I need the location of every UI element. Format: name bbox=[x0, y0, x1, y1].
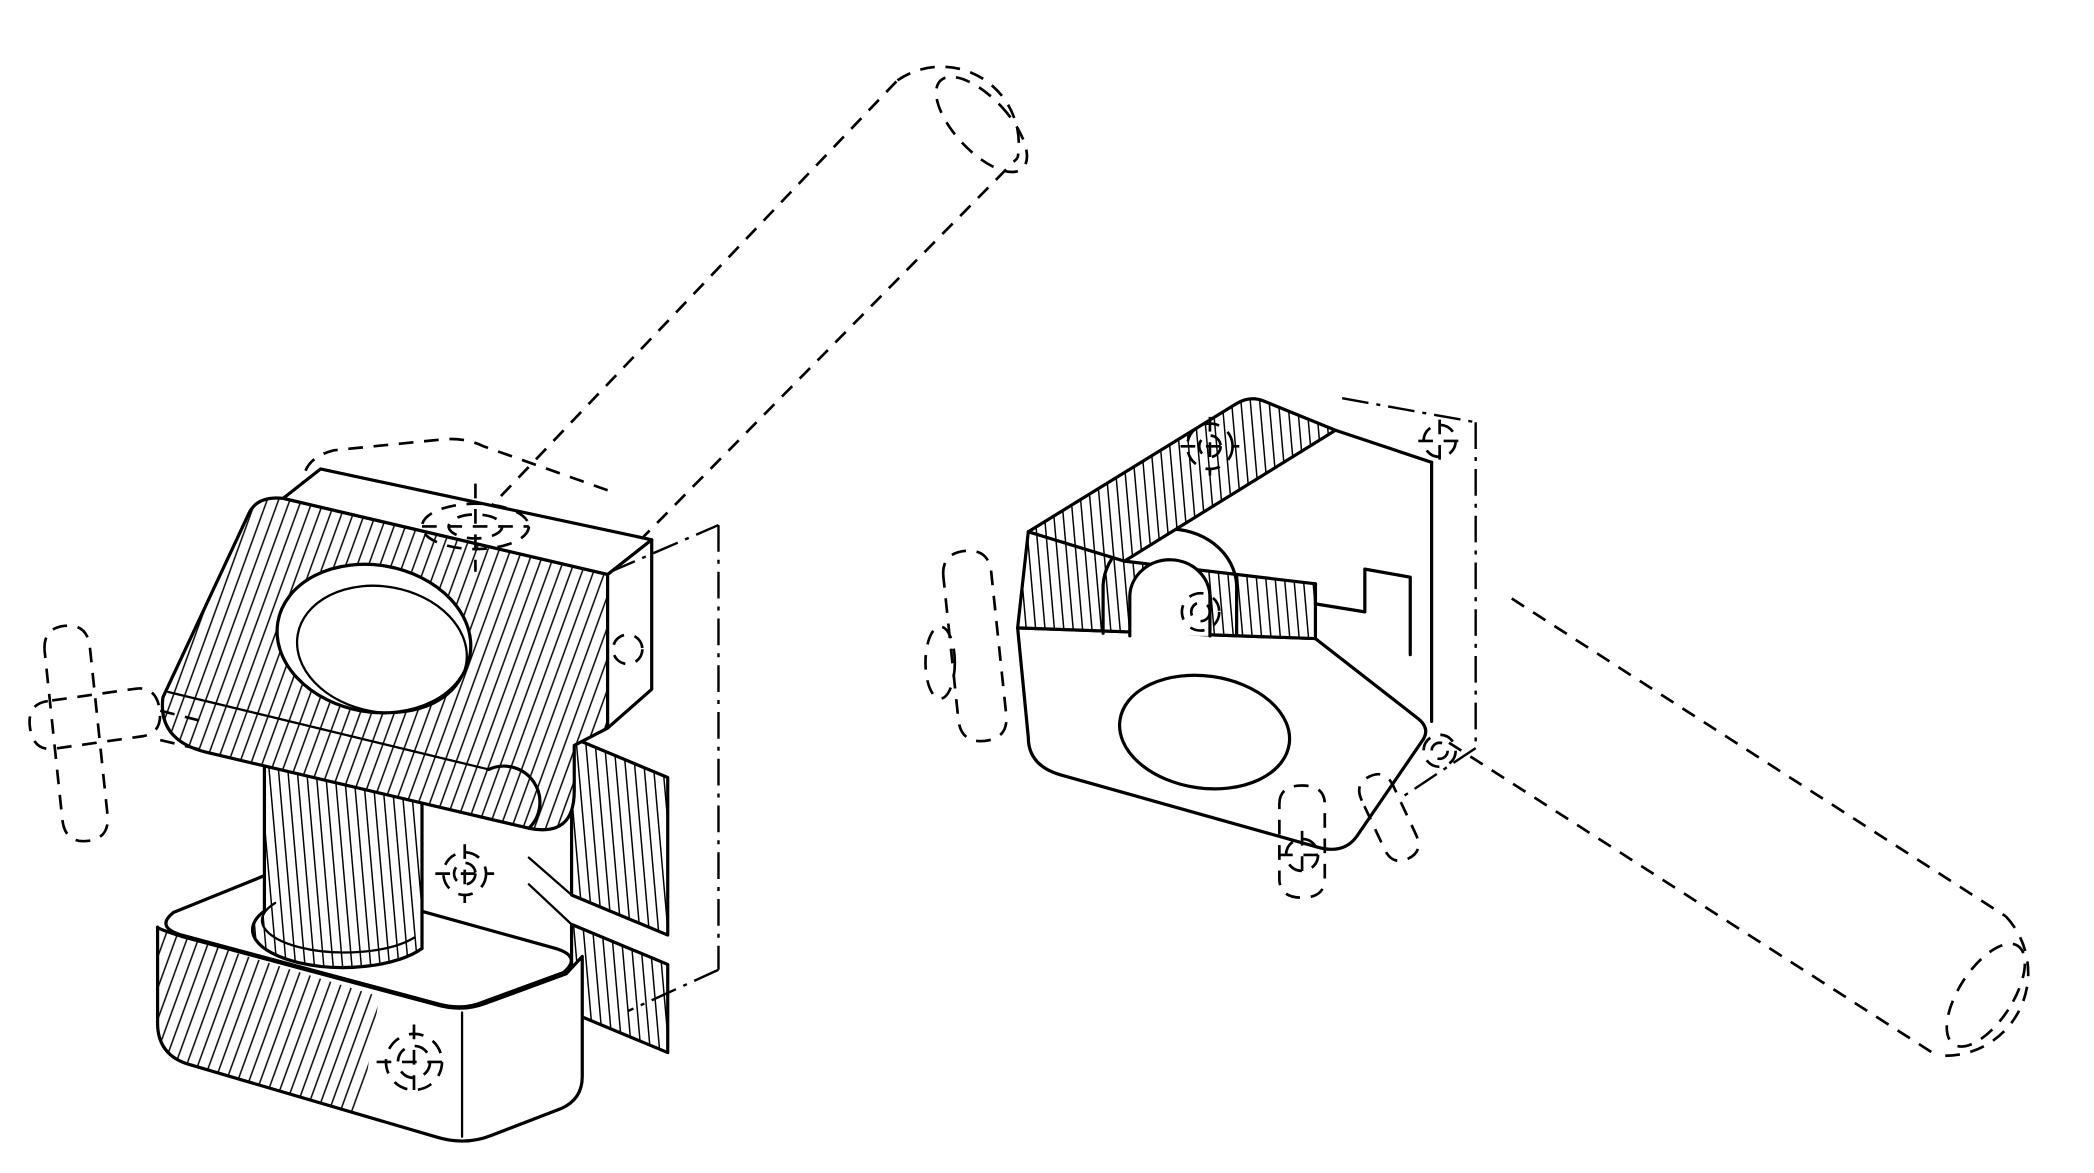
t-pin-horizontal bbox=[27, 686, 163, 752]
hidden-top-edge bbox=[1342, 398, 1476, 422]
rod-edge-upper bbox=[483, 80, 897, 514]
slot-step-zigzag bbox=[1315, 569, 1410, 654]
phantom-pin-right-figure bbox=[925, 548, 1008, 743]
phantom-rod-right bbox=[1449, 599, 2040, 1059]
rod-end-ellipse bbox=[921, 62, 1042, 186]
rod-edge-upper bbox=[1512, 599, 2006, 917]
corner-screw-bottom-outer bbox=[1424, 735, 1456, 767]
top-right-edge bbox=[1335, 430, 1431, 462]
rod-end-cap bbox=[897, 67, 1018, 158]
rod-edge-lower bbox=[1449, 743, 1936, 1055]
phantom-rod-left bbox=[483, 62, 1042, 577]
figure-right-clamp-assembly bbox=[925, 398, 2040, 1059]
body-front-face bbox=[1018, 529, 1316, 639]
body-bottom-face bbox=[1018, 628, 1426, 849]
rod-end-cap bbox=[1936, 916, 2028, 1055]
body-top-face bbox=[1028, 399, 1335, 561]
figure-left-clamp-assembly bbox=[27, 62, 1042, 1141]
pin-end-ellipse bbox=[925, 627, 954, 699]
pin-capsule bbox=[941, 548, 1009, 743]
corner-screw-top-cross bbox=[1418, 420, 1461, 463]
jaw-upper-hatch bbox=[572, 737, 668, 935]
top-face-hatch bbox=[1028, 399, 1335, 561]
rod-edge-lower bbox=[604, 158, 1018, 577]
head-right-face bbox=[608, 540, 652, 728]
corner-screw-bottom-inner bbox=[1432, 743, 1448, 759]
t-pin-vertical bbox=[42, 623, 110, 843]
